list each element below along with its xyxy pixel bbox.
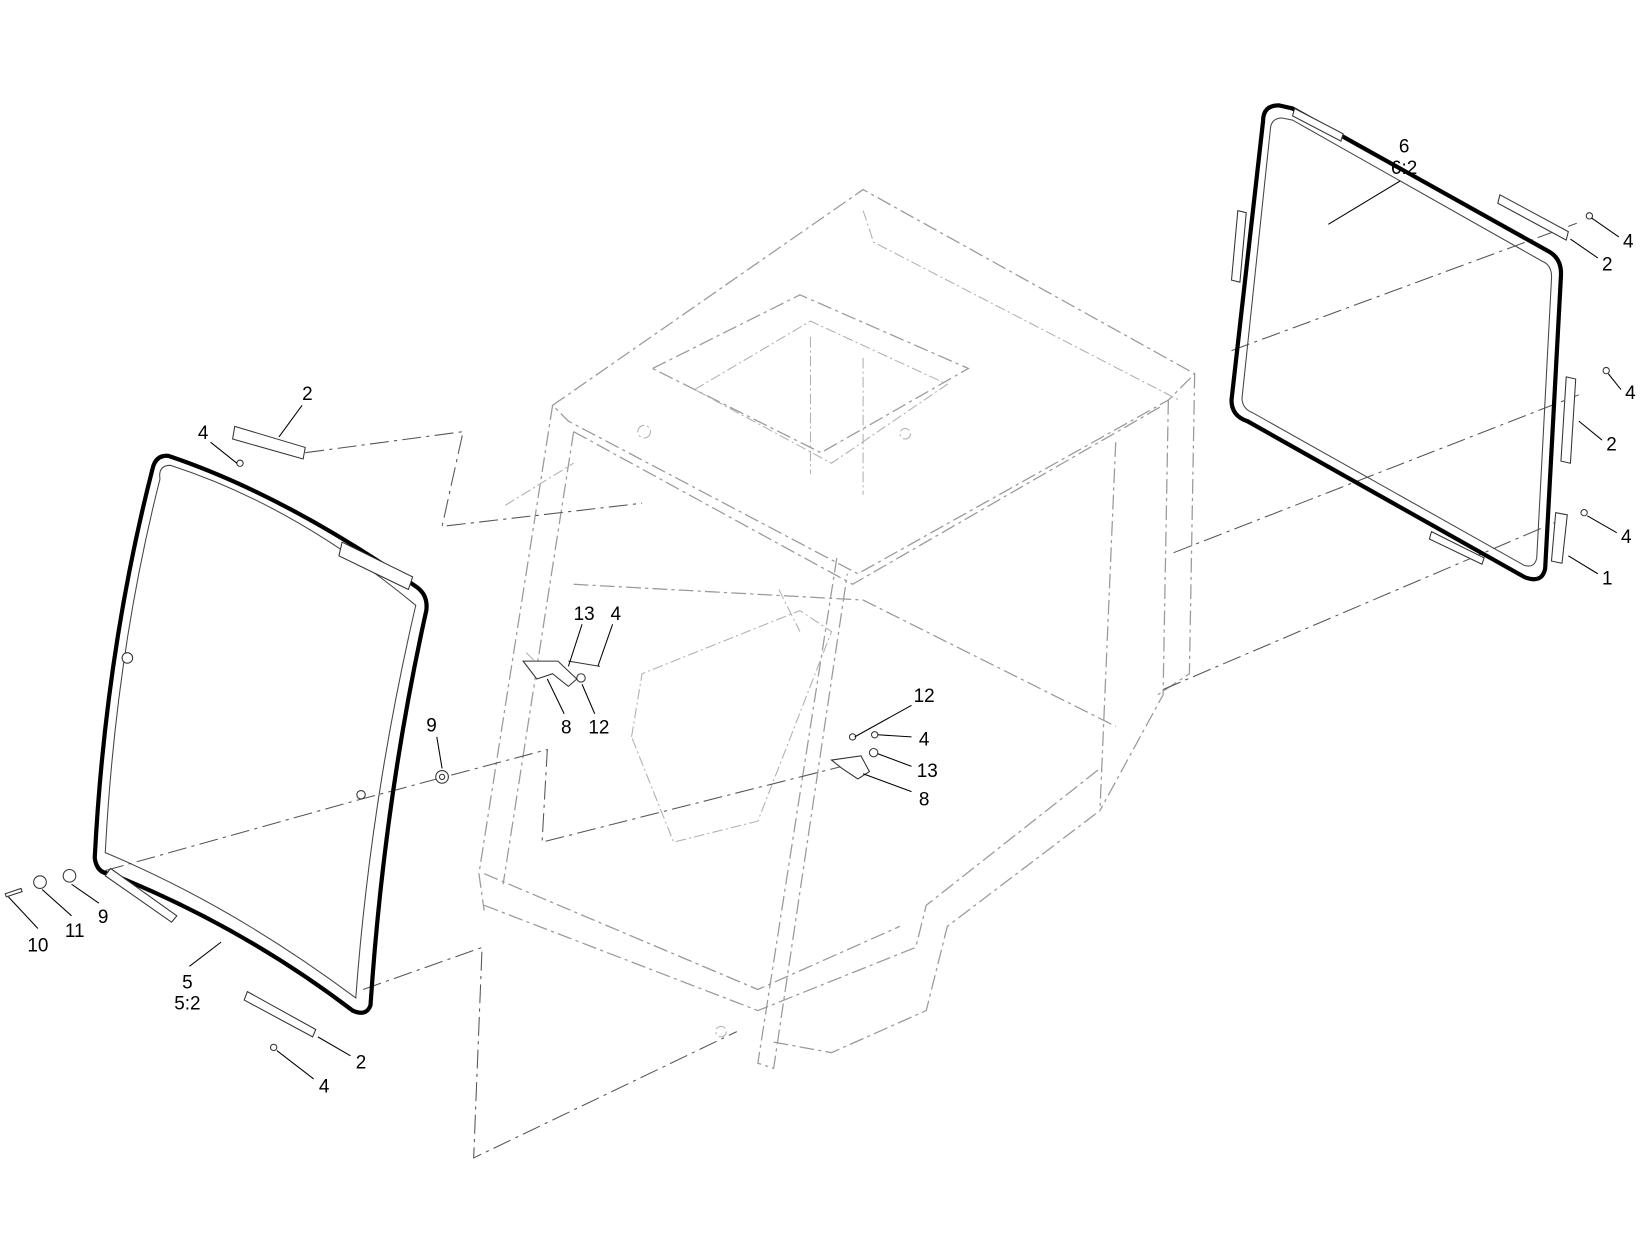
callout-center-left-8: 8 [561, 718, 572, 739]
callout-center-right-12: 12 [914, 686, 935, 707]
callout-right-low-screw: 4 [1621, 527, 1632, 548]
callout-left-window-qty: 5:2 [174, 994, 200, 1015]
center-hinge-brackets [522, 660, 879, 780]
callout-right-top-screw: 4 [1623, 231, 1634, 252]
callout-right-window: 6 [1399, 137, 1410, 158]
callout-center-left-4: 4 [610, 604, 621, 625]
callout-right-mid-hinge: 2 [1606, 435, 1617, 456]
callout-center-right-13: 13 [917, 761, 938, 782]
callout-left-top-hinge: 2 [302, 384, 313, 405]
callout-center-right-4: 4 [919, 729, 930, 750]
callout-right-window-qty: 6:2 [1391, 158, 1417, 179]
callout-bolt-10: 10 [27, 936, 48, 957]
callout-labels: 6 6:2 4 2 4 2 4 1 2 4 13 4 8 12 12 4 13 … [27, 137, 1635, 1098]
callout-right-low-latch: 1 [1602, 568, 1613, 589]
callout-center-right-8: 8 [919, 789, 930, 810]
callout-left-window: 5 [182, 972, 193, 993]
callout-center-left-13: 13 [574, 604, 595, 625]
callout-left-bottom-hinge: 2 [356, 1052, 367, 1073]
callout-right-mid-screw: 4 [1625, 383, 1636, 404]
callout-spacer-9: 9 [426, 716, 437, 737]
right-window-glass [1229, 103, 1564, 582]
callout-right-top-hinge: 2 [1602, 255, 1613, 276]
cab-frame [478, 188, 1196, 1070]
left-window-fasteners [4, 770, 449, 898]
callout-center-left-12: 12 [588, 718, 609, 739]
callout-washer-11: 11 [65, 921, 85, 942]
left-window-glass [92, 453, 429, 1015]
assembly-lines [105, 222, 1580, 1159]
callout-left-top-screw: 4 [198, 423, 209, 444]
leader-lines [8, 180, 1622, 1080]
right-window-hinges [1230, 107, 1610, 566]
callout-left-bottom-screw: 4 [319, 1077, 330, 1098]
left-window-hinges [104, 425, 414, 1052]
callout-washer-9: 9 [98, 907, 109, 928]
